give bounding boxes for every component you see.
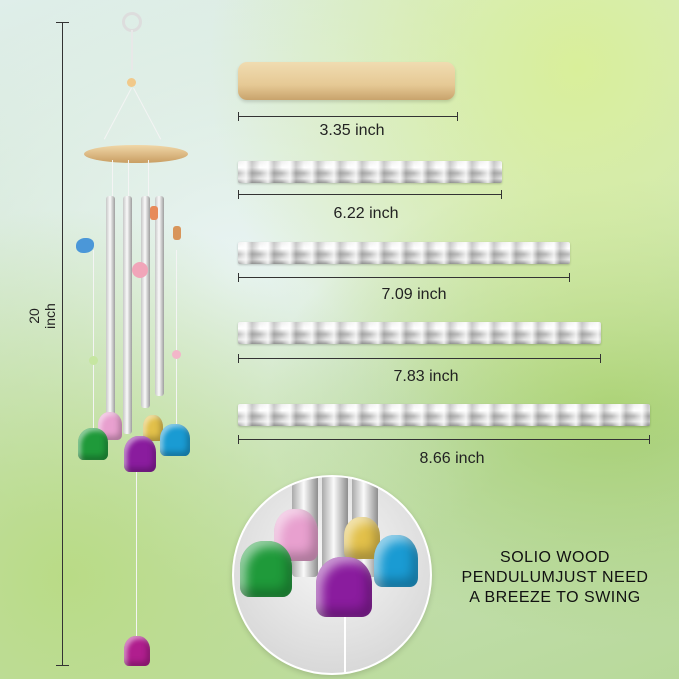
support-string xyxy=(103,87,132,140)
charm xyxy=(150,206,158,220)
measure-line xyxy=(238,358,601,359)
tube-part-4 xyxy=(238,404,650,426)
closeup-purple-bell xyxy=(316,557,372,617)
wood-top-size-label: 3.35 inch xyxy=(319,122,385,139)
green-bell xyxy=(78,428,108,460)
measure-line xyxy=(238,116,458,117)
fish-charm xyxy=(76,238,94,253)
string xyxy=(112,160,113,200)
measure-cap xyxy=(238,190,239,199)
measure-cap xyxy=(569,273,570,282)
measure-cap xyxy=(600,354,601,363)
height-dimension-cap-bottom xyxy=(56,665,69,666)
blue-bell xyxy=(160,424,190,456)
closeup-blue-bell xyxy=(374,535,418,587)
measure-cap xyxy=(238,354,239,363)
tube-4-size-label: 8.66 inch xyxy=(419,450,485,467)
hanging-cord xyxy=(131,30,133,70)
caption-line-1: SOLIO WOOD xyxy=(500,549,610,566)
chime-tube xyxy=(123,196,132,434)
pendulum-string xyxy=(136,472,137,638)
gold-bell xyxy=(143,415,163,441)
measure-cap xyxy=(238,273,239,282)
tube-part-2 xyxy=(238,242,570,264)
string xyxy=(176,250,177,425)
caption-line-3: A BREEZE TO SWING xyxy=(469,589,641,606)
bead xyxy=(89,356,98,365)
height-dimension-cap-top xyxy=(56,22,69,23)
caption-text: SOLIO WOOD PENDULUMJUST NEED A BREEZE TO… xyxy=(440,548,670,608)
measure-cap xyxy=(457,112,458,121)
chime-tube xyxy=(106,196,115,418)
caption-line-2: PENDULUMJUST NEED xyxy=(461,569,649,586)
height-label: 20 inch xyxy=(26,303,58,329)
purple-bell xyxy=(124,436,156,472)
flower-charm xyxy=(132,262,148,278)
bell-detail-closeup xyxy=(232,475,432,675)
closeup-string xyxy=(344,617,346,673)
measure-cap xyxy=(501,190,502,199)
string xyxy=(93,250,94,428)
tube-2-size-label: 7.09 inch xyxy=(381,286,447,303)
bead xyxy=(172,350,181,359)
string xyxy=(148,160,149,200)
chime-tube xyxy=(155,196,164,396)
support-string xyxy=(133,87,162,140)
measure-cap xyxy=(649,435,650,444)
tube-1-size-label: 6.22 inch xyxy=(333,205,399,222)
bead xyxy=(127,78,136,87)
chime-tube xyxy=(141,196,150,408)
wood-top-part xyxy=(238,62,455,100)
charm xyxy=(173,226,181,240)
tube-part-3 xyxy=(238,322,601,344)
height-dimension-line xyxy=(62,22,63,666)
measure-cap xyxy=(238,435,239,444)
pendulum-bell xyxy=(124,636,150,666)
measure-line xyxy=(238,194,502,195)
measure-line xyxy=(238,277,570,278)
measure-line xyxy=(238,439,650,440)
wood-top-disc xyxy=(84,145,188,163)
closeup-green-bell xyxy=(240,541,292,597)
measure-cap xyxy=(238,112,239,121)
hanging-ring xyxy=(122,12,142,32)
tube-part-1 xyxy=(238,161,502,183)
tube-3-size-label: 7.83 inch xyxy=(393,368,459,385)
string xyxy=(128,160,129,200)
